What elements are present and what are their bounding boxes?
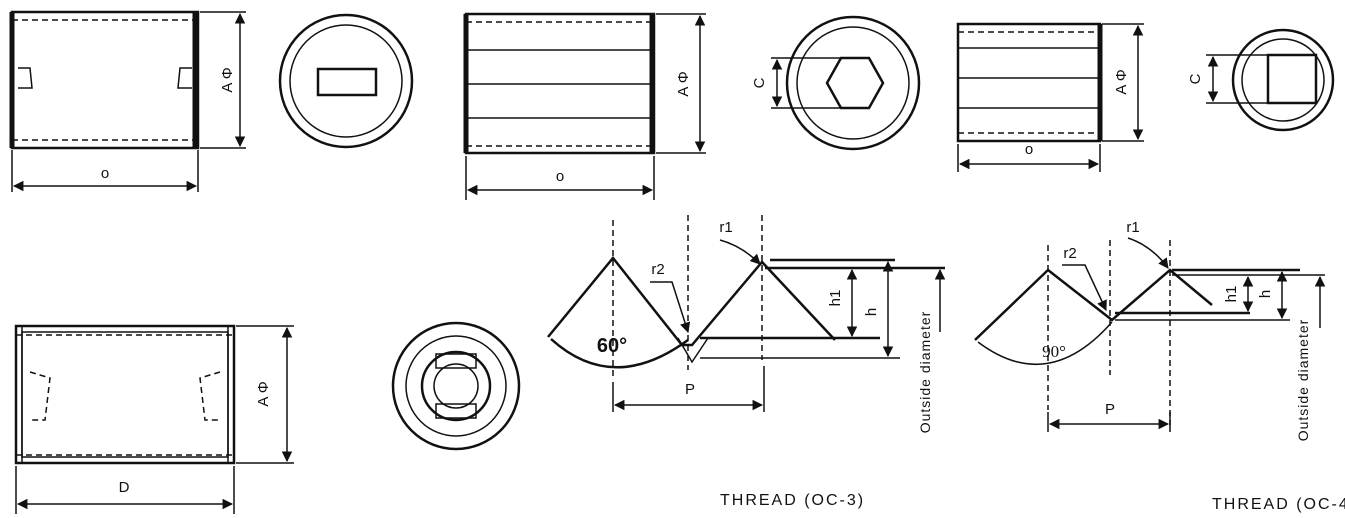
root-radius-label-r2: r2 — [1063, 245, 1076, 262]
hex-size-label-c: C — [751, 77, 768, 88]
width-label-o: o — [101, 165, 109, 182]
crest-radius-label-r1: r1 — [719, 219, 732, 236]
diameter-label-a-phi: A Φ — [675, 71, 692, 96]
length-label-d: D — [119, 479, 130, 496]
root-radius-label-r2: r2 — [651, 261, 664, 278]
insert-end-view — [391, 321, 521, 451]
thread-height-label-h1: h1 — [1223, 286, 1240, 303]
thread-caption-oc3: THREAD (OC-3) — [720, 492, 865, 509]
thread-caption-oc4: THREAD (OC-4 — [1212, 496, 1345, 513]
diameter-label-a-phi: A Φ — [219, 67, 236, 92]
hex-screw-end-view: C — [751, 15, 921, 151]
diameter-label-a-phi: A Φ — [1113, 69, 1130, 94]
crest-radius-label-r1: r1 — [1126, 219, 1139, 236]
square-screw-side-view: o A Φ — [956, 22, 1144, 172]
thread-profile-oc4: 90° r2 r1 h1 h Outside diameter P — [974, 219, 1326, 442]
thread-angle-label-90: 90° — [1042, 342, 1066, 361]
pitch-label-p: P — [1105, 401, 1115, 418]
slotted-screw-side-view: o A Φ — [9, 10, 246, 192]
thread-height-label-h1: h1 — [827, 290, 844, 307]
slotted-screw-end-view — [278, 13, 414, 149]
pitch-label-p: P — [685, 381, 695, 398]
square-screw-end-view: C — [1187, 28, 1335, 132]
thread-depth-label-h: h — [863, 308, 880, 316]
thread-depth-label-h: h — [1257, 290, 1274, 298]
outside-diameter-label: Outside diameter — [1295, 319, 1311, 442]
thread-angle-label-60: 60° — [597, 335, 627, 357]
diameter-label-a-phi: A Φ — [255, 381, 272, 406]
insert-side-view: D A Φ — [14, 324, 294, 514]
outside-diameter-label: Outside diameter — [917, 311, 933, 434]
hex-screw-side-view: o A Φ — [463, 12, 706, 200]
thread-profile-oc3: 60° r2 r1 h1 h Outside diameter P — [547, 215, 946, 434]
square-size-label-c: C — [1187, 73, 1204, 84]
width-label-o: o — [556, 168, 564, 185]
width-label-o: o — [1025, 141, 1033, 158]
